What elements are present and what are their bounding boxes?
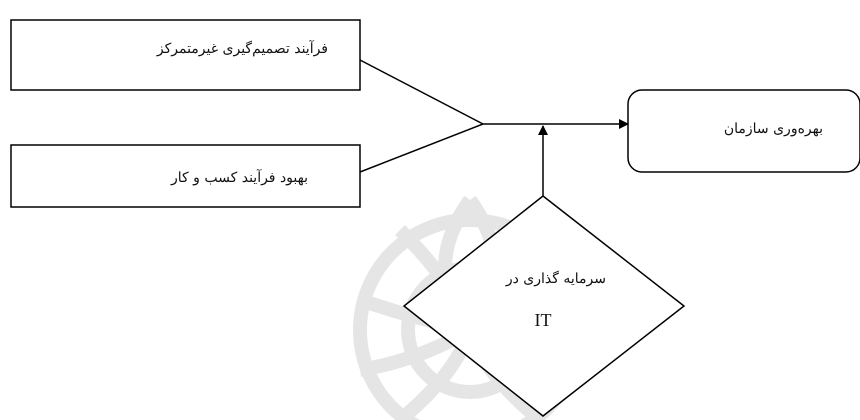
decentralized-decision-box: فرآیند تصمیم‌گیری غیرمتمرکز — [10, 19, 361, 91]
it-investment-diamond: سرمایه گذاری در IT — [402, 195, 686, 417]
connector-top-box — [359, 59, 484, 125]
decentralized-decision-label: فرآیند تصمیم‌گیری غیرمتمرکز — [156, 39, 328, 57]
organization-productivity-box: بهره‌وری سازمان — [627, 89, 860, 173]
organization-productivity-label: بهره‌وری سازمان — [724, 121, 823, 137]
connector-bottom-box — [359, 123, 484, 173]
it-investment-label-line1: سرمایه گذاری در — [505, 270, 606, 287]
business-process-label: بهبود فرآیند کسب و کار — [170, 168, 308, 186]
it-investment-label-line2: IT — [535, 310, 552, 330]
business-process-box: بهبود فرآیند کسب و کار — [10, 144, 361, 208]
